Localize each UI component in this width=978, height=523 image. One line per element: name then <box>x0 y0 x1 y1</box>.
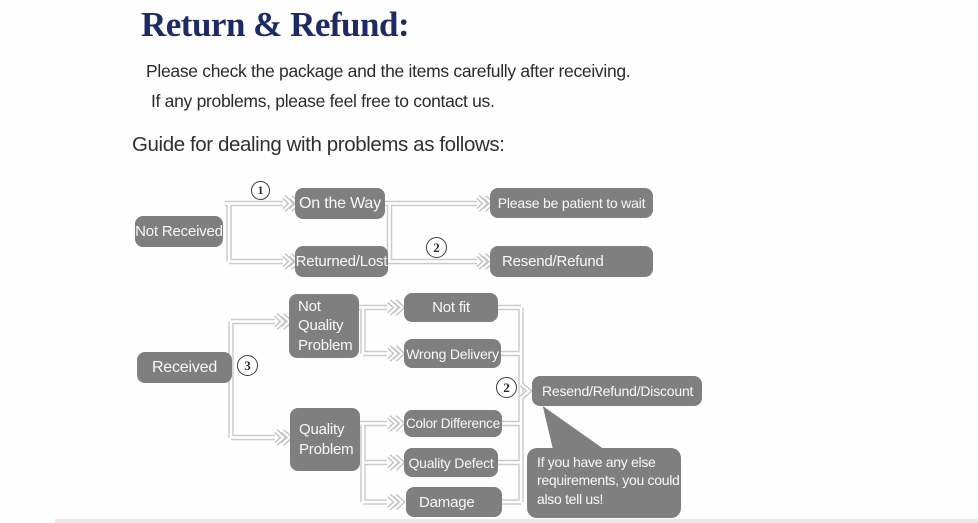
intro-line-1: Please check the package and the items c… <box>146 61 631 81</box>
page-title: Return & Refund: <box>141 5 410 44</box>
node-damage: Damage <box>406 487 502 517</box>
node-quality-defect: Quality Defect <box>404 448 498 477</box>
node-resend-refund-discount: Resend/Refund/Discount <box>532 376 702 406</box>
node-on-the-way: On the Way <box>295 188 385 219</box>
node-not-received: Not Received <box>135 216 223 247</box>
node-not-quality-problem: Not Quality Problem <box>289 294 359 358</box>
speech-bubble: If you have any else requirements, you c… <box>527 448 681 518</box>
step-marker-2-top: 2 <box>426 237 447 258</box>
node-wrong-delivery: Wrong Delivery <box>404 339 501 368</box>
bottom-edge-strip <box>55 519 978 523</box>
step-marker-3: 3 <box>237 355 258 376</box>
guide-heading: Guide for dealing with problems as follo… <box>132 133 505 156</box>
bubble-line-2: requirements, you could <box>537 472 680 489</box>
intro-line-2: If any problems, please feel free to con… <box>151 91 495 111</box>
connector-line-inner <box>225 202 523 504</box>
node-resend-refund: Resend/Refund <box>490 246 653 277</box>
node-please-wait: Please be patient to wait <box>490 188 653 218</box>
node-color-difference: Color Difference <box>404 410 502 437</box>
step-marker-1: 1 <box>251 181 270 200</box>
bubble-line-3: also tell us! <box>537 490 604 507</box>
node-quality-problem: Quality Problem <box>290 408 360 471</box>
step-marker-2-bottom: 2 <box>496 377 517 398</box>
node-not-fit: Not fit <box>404 293 498 322</box>
bubble-line-1: If you have any else <box>537 454 656 470</box>
node-received: Received <box>137 352 232 383</box>
node-returned-lost: Returned/Lost <box>295 246 388 277</box>
